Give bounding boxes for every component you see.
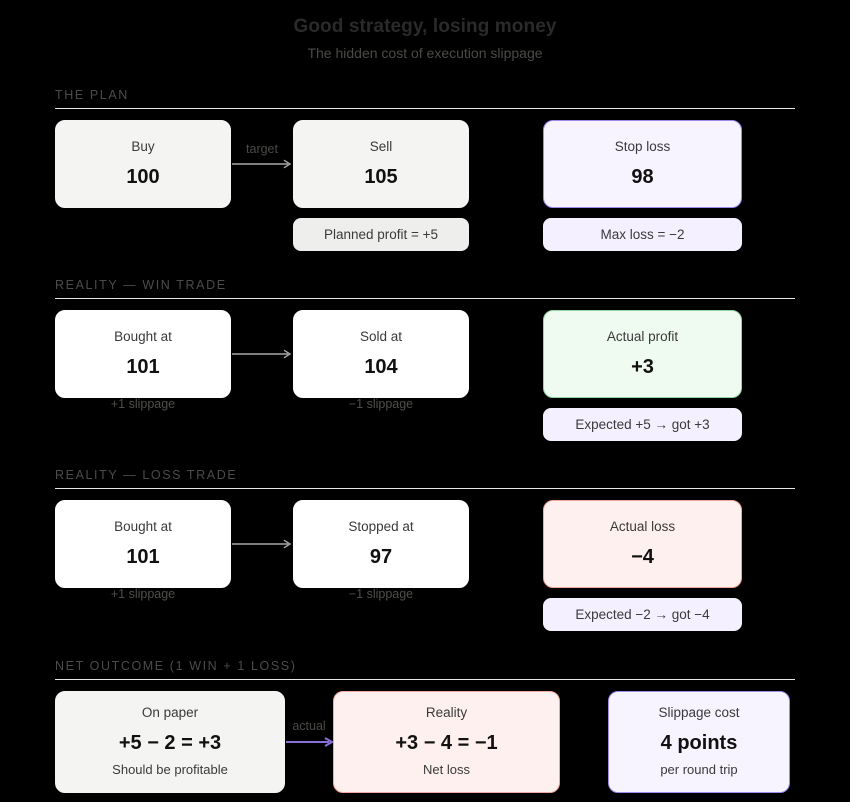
plan-buy-caption: Buy <box>131 139 155 155</box>
win-sold-caption: Sold at <box>359 329 403 345</box>
net-on-paper-box[interactable]: On paper +5 − 2 = +3 Should be profitabl… <box>55 691 285 793</box>
section-divider <box>55 298 795 299</box>
net-on-paper-caption: On paper <box>141 705 199 721</box>
section-label-win: REALITY — WIN TRADE <box>55 278 227 292</box>
note-loss-expected: Expected −2 → got −4 <box>543 598 742 631</box>
section-label-loss: REALITY — LOSS TRADE <box>55 468 238 482</box>
net-reality-value: +3 − 4 = −1 <box>395 732 498 755</box>
loss-buy-slippage-caption: +1 slippage <box>110 587 176 601</box>
section-divider <box>55 488 795 489</box>
loss-stop-slippage-caption: −1 slippage <box>348 587 414 601</box>
plan-sell-value: 105 <box>364 165 398 188</box>
plan-stop-loss-caption: Stop loss <box>614 139 671 155</box>
section-divider <box>55 679 795 680</box>
net-slippage-cost-sub: per round trip <box>660 762 738 778</box>
loss-bought-caption: Bought at <box>114 519 172 535</box>
note-win-expected: Expected +5 → got +3 <box>543 408 742 441</box>
net-on-paper-value: +5 − 2 = +3 <box>118 732 222 755</box>
loss-bought-value: 101 <box>126 545 160 568</box>
arrow-label-actual: actual <box>292 719 326 733</box>
arrow-plan-buy-to-sell <box>232 159 292 169</box>
section-label-plan: THE PLAN <box>55 88 129 102</box>
win-sell-slippage-caption: −1 slippage <box>348 397 414 411</box>
win-actual-profit-caption: Actual profit <box>606 329 679 345</box>
plan-stop-loss-value: 98 <box>631 165 654 188</box>
section-header-win: REALITY — WIN TRADE <box>55 278 795 299</box>
win-bought-box[interactable]: Bought at 101 <box>55 310 231 398</box>
loss-actual-loss-caption: Actual loss <box>609 519 676 535</box>
arrow-win-bought-to-sold <box>232 349 292 359</box>
loss-stopped-caption: Stopped at <box>348 519 414 535</box>
win-actual-profit-value: +3 <box>631 355 654 378</box>
section-label-net: NET OUTCOME (1 WIN + 1 LOSS) <box>55 659 297 673</box>
loss-stopped-box[interactable]: Stopped at 97 <box>293 500 469 588</box>
arrow-loss-bought-to-stopped <box>232 539 292 549</box>
plan-buy-value: 100 <box>126 165 160 188</box>
note-max-loss: Max loss = −2 <box>543 218 742 251</box>
arrow-net-paper-to-reality <box>286 737 334 747</box>
net-slippage-cost-value: 4 points <box>660 732 738 755</box>
net-reality-sub: Net loss <box>423 762 470 778</box>
loss-stopped-value: 97 <box>369 545 393 568</box>
arrow-label-target: target <box>246 142 278 156</box>
net-slippage-cost-box[interactable]: Slippage cost 4 points per round trip <box>608 691 790 793</box>
net-reality-box[interactable]: Reality +3 − 4 = −1 Net loss <box>333 691 560 793</box>
note-planned-profit: Planned profit = +5 <box>293 218 469 251</box>
plan-buy-box[interactable]: Buy 100 <box>55 120 231 208</box>
win-actual-profit-box[interactable]: Actual profit +3 <box>543 310 742 398</box>
win-bought-value: 101 <box>126 355 160 378</box>
loss-bought-box[interactable]: Bought at 101 <box>55 500 231 588</box>
section-divider <box>55 108 795 109</box>
section-header-plan: THE PLAN <box>55 88 795 109</box>
win-sold-box[interactable]: Sold at 104 <box>293 310 469 398</box>
win-bought-caption: Bought at <box>114 329 172 345</box>
plan-stop-loss-box[interactable]: Stop loss 98 <box>543 120 742 208</box>
section-header-net: NET OUTCOME (1 WIN + 1 LOSS) <box>55 659 795 680</box>
page-title: Good strategy, losing money <box>293 16 557 37</box>
net-on-paper-sub: Should be profitable <box>112 762 228 778</box>
section-header-loss: REALITY — LOSS TRADE <box>55 468 795 489</box>
net-reality-caption: Reality <box>425 705 468 721</box>
win-buy-slippage-caption: +1 slippage <box>110 397 176 411</box>
plan-sell-caption: Sell <box>369 139 393 155</box>
loss-actual-loss-box[interactable]: Actual loss −4 <box>543 500 742 588</box>
loss-actual-loss-value: −4 <box>631 545 654 568</box>
page-subtitle: The hidden cost of execution slippage <box>307 45 543 61</box>
plan-sell-box[interactable]: Sell 105 <box>293 120 469 208</box>
net-slippage-cost-caption: Slippage cost <box>658 705 740 721</box>
win-sold-value: 104 <box>364 355 398 378</box>
